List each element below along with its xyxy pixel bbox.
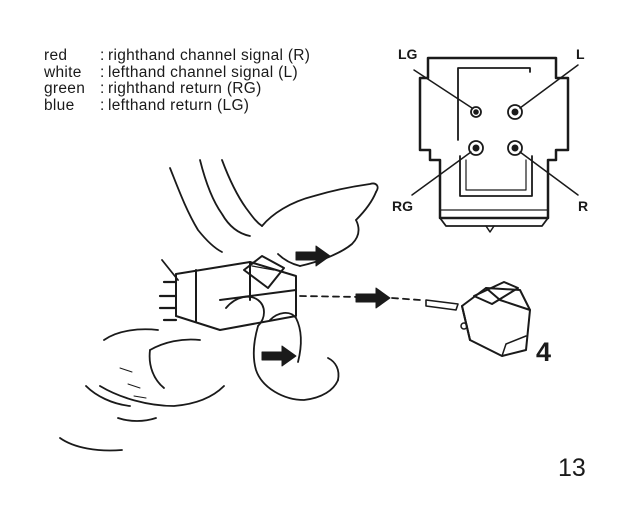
legend-row-red: red : righthand channel signal (R) xyxy=(44,47,311,65)
dashed-guide-line xyxy=(299,295,421,301)
leader-line-r xyxy=(519,151,579,196)
leader-line-lg xyxy=(413,69,473,109)
legend-colon: : xyxy=(100,63,105,81)
pin-rg xyxy=(468,140,484,156)
legend-row-green: green : righthand return (RG) xyxy=(44,80,310,98)
legend-row-white: white : lefthand channel signal (L) xyxy=(44,63,310,82)
pin-label-rg: RG xyxy=(392,198,413,214)
legend-colon: : xyxy=(100,80,105,97)
legend-colon: : xyxy=(100,96,105,114)
cartridge-illustration xyxy=(158,255,297,331)
pin-l xyxy=(507,104,523,120)
stylus-illustration xyxy=(425,281,531,357)
legend-color: green xyxy=(44,80,86,97)
leader-line-rg xyxy=(411,151,472,196)
page-number: 13 xyxy=(558,454,586,482)
pin-label-r: R xyxy=(578,198,589,214)
legend-color: white xyxy=(44,63,82,81)
leader-line-l xyxy=(519,64,579,109)
step-number: 4 xyxy=(536,337,552,367)
legend-color: red xyxy=(44,47,68,64)
legend-colon: : xyxy=(100,47,105,64)
legend-row-blue: blue : lefthand return (LG) xyxy=(44,96,310,115)
pin-lg xyxy=(470,106,482,118)
pin-label-l: L xyxy=(576,46,585,62)
arrow-icon xyxy=(355,287,391,309)
wire-color-legend: red : righthand channel signal (R) white… xyxy=(44,47,311,115)
legend-description: lefthand return (LG) xyxy=(108,96,250,114)
arrow-icon xyxy=(295,245,331,267)
pin-label-lg: LG xyxy=(398,46,418,62)
hand-illustration xyxy=(59,159,379,452)
pin-r xyxy=(507,140,523,156)
legend-description: lefthand channel signal (L) xyxy=(108,63,298,81)
cartridge-pin-diagram xyxy=(411,56,579,233)
arrow-icon xyxy=(261,345,297,367)
legend-color: blue xyxy=(44,96,75,114)
legend-description: righthand channel signal (R) xyxy=(108,47,311,64)
legend-description: righthand return (RG) xyxy=(108,80,262,97)
